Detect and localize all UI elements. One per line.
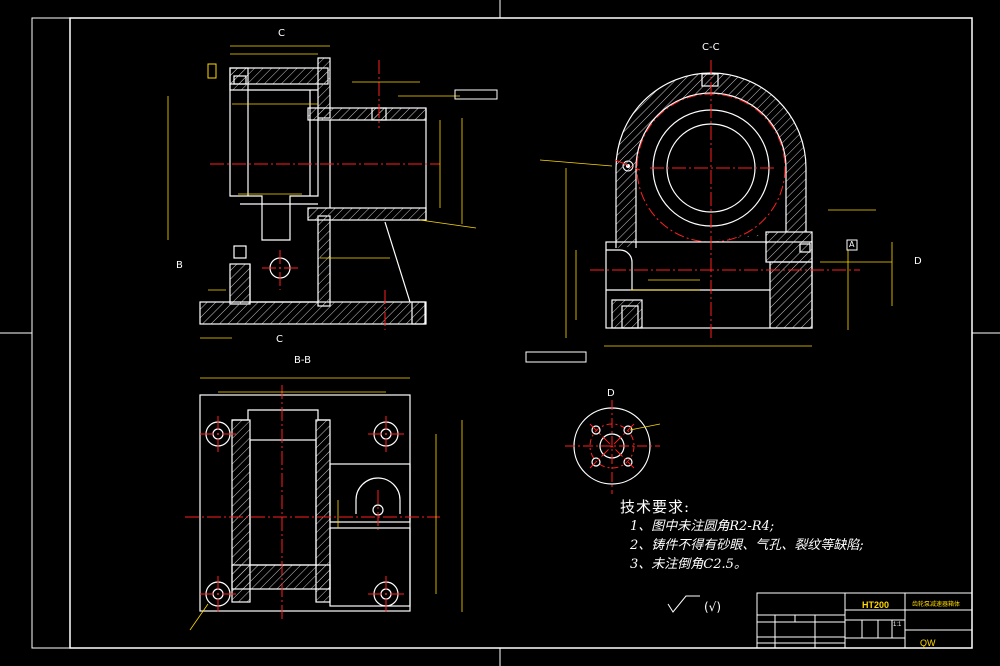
title-block-material: HT200 <box>862 600 890 610</box>
cut-c-bottom-label: C <box>276 334 283 345</box>
title-block-drawing-code: QW <box>920 638 936 648</box>
section-cc-view <box>525 60 893 363</box>
roughness-note: (√) <box>704 600 722 614</box>
section-bb-view <box>185 377 463 631</box>
arrow-b-label: B <box>176 260 183 271</box>
tech-requirements: 技术要求: 1、图中未注圆角R2-R4; 2、铸件不得有砂眼、气孔、裂纹等缺陷;… <box>620 498 864 574</box>
title-block-part-name: 齿轮泵减速器箱体 <box>912 602 961 608</box>
title-block-scale: 1:1 <box>893 622 902 628</box>
tech-requirement-item: 3、未注倒角C2.5。 <box>630 557 747 572</box>
arrow-d-label: D <box>914 256 922 267</box>
tech-requirements-title: 技术要求: <box>620 498 691 516</box>
tech-requirement-item: 1、图中未注圆角R2-R4; <box>630 519 775 534</box>
datum-a-label: A <box>849 240 855 249</box>
roughness-symbol-icon <box>667 595 700 613</box>
cut-c-top-label: C <box>278 28 285 39</box>
front-section-view <box>167 45 498 339</box>
section-cc-label: C-C <box>702 42 720 53</box>
title-block <box>756 592 973 649</box>
tech-requirement-item: 2、铸件不得有砂眼、气孔、裂纹等缺陷; <box>630 538 864 553</box>
view-d-flange <box>565 400 661 494</box>
view-d-label: D <box>607 388 615 399</box>
section-bb-label: B-B <box>294 355 311 366</box>
